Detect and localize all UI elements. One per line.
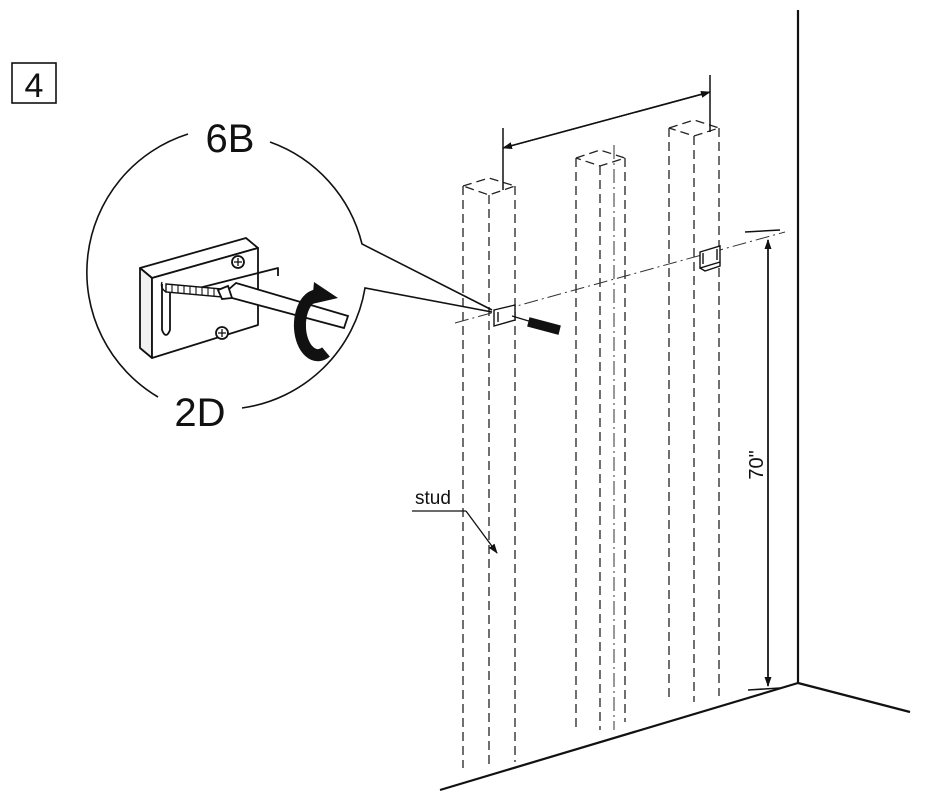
bracket-left	[493, 304, 516, 327]
floor-line-right	[797, 681, 911, 714]
width-dimension	[502, 75, 711, 190]
studs	[462, 119, 722, 768]
rotate-clockwise-icon	[293, 282, 338, 362]
height-dimension	[744, 229, 781, 691]
screwdriver-icon	[216, 281, 350, 330]
step-number-box: 4	[11, 62, 57, 105]
stud-left	[462, 177, 518, 768]
stud-label: stud	[415, 488, 451, 509]
stud-middle	[575, 149, 628, 730]
bracket-detail	[139, 237, 279, 359]
stud-right	[668, 119, 722, 702]
callout-outline	[86, 133, 493, 409]
height-dimension-label: 70"	[746, 450, 768, 479]
step-number: 4	[25, 67, 44, 105]
floor-line-left	[439, 681, 799, 792]
detail-callout: 6B 2D	[86, 117, 493, 435]
stud-leader	[412, 510, 498, 554]
wall	[439, 10, 911, 792]
screw-part-label: 2D	[174, 391, 225, 435]
screwdriver-small-icon	[511, 315, 561, 335]
bracket-right	[699, 245, 721, 272]
bracket-part-label: 6B	[206, 117, 255, 161]
